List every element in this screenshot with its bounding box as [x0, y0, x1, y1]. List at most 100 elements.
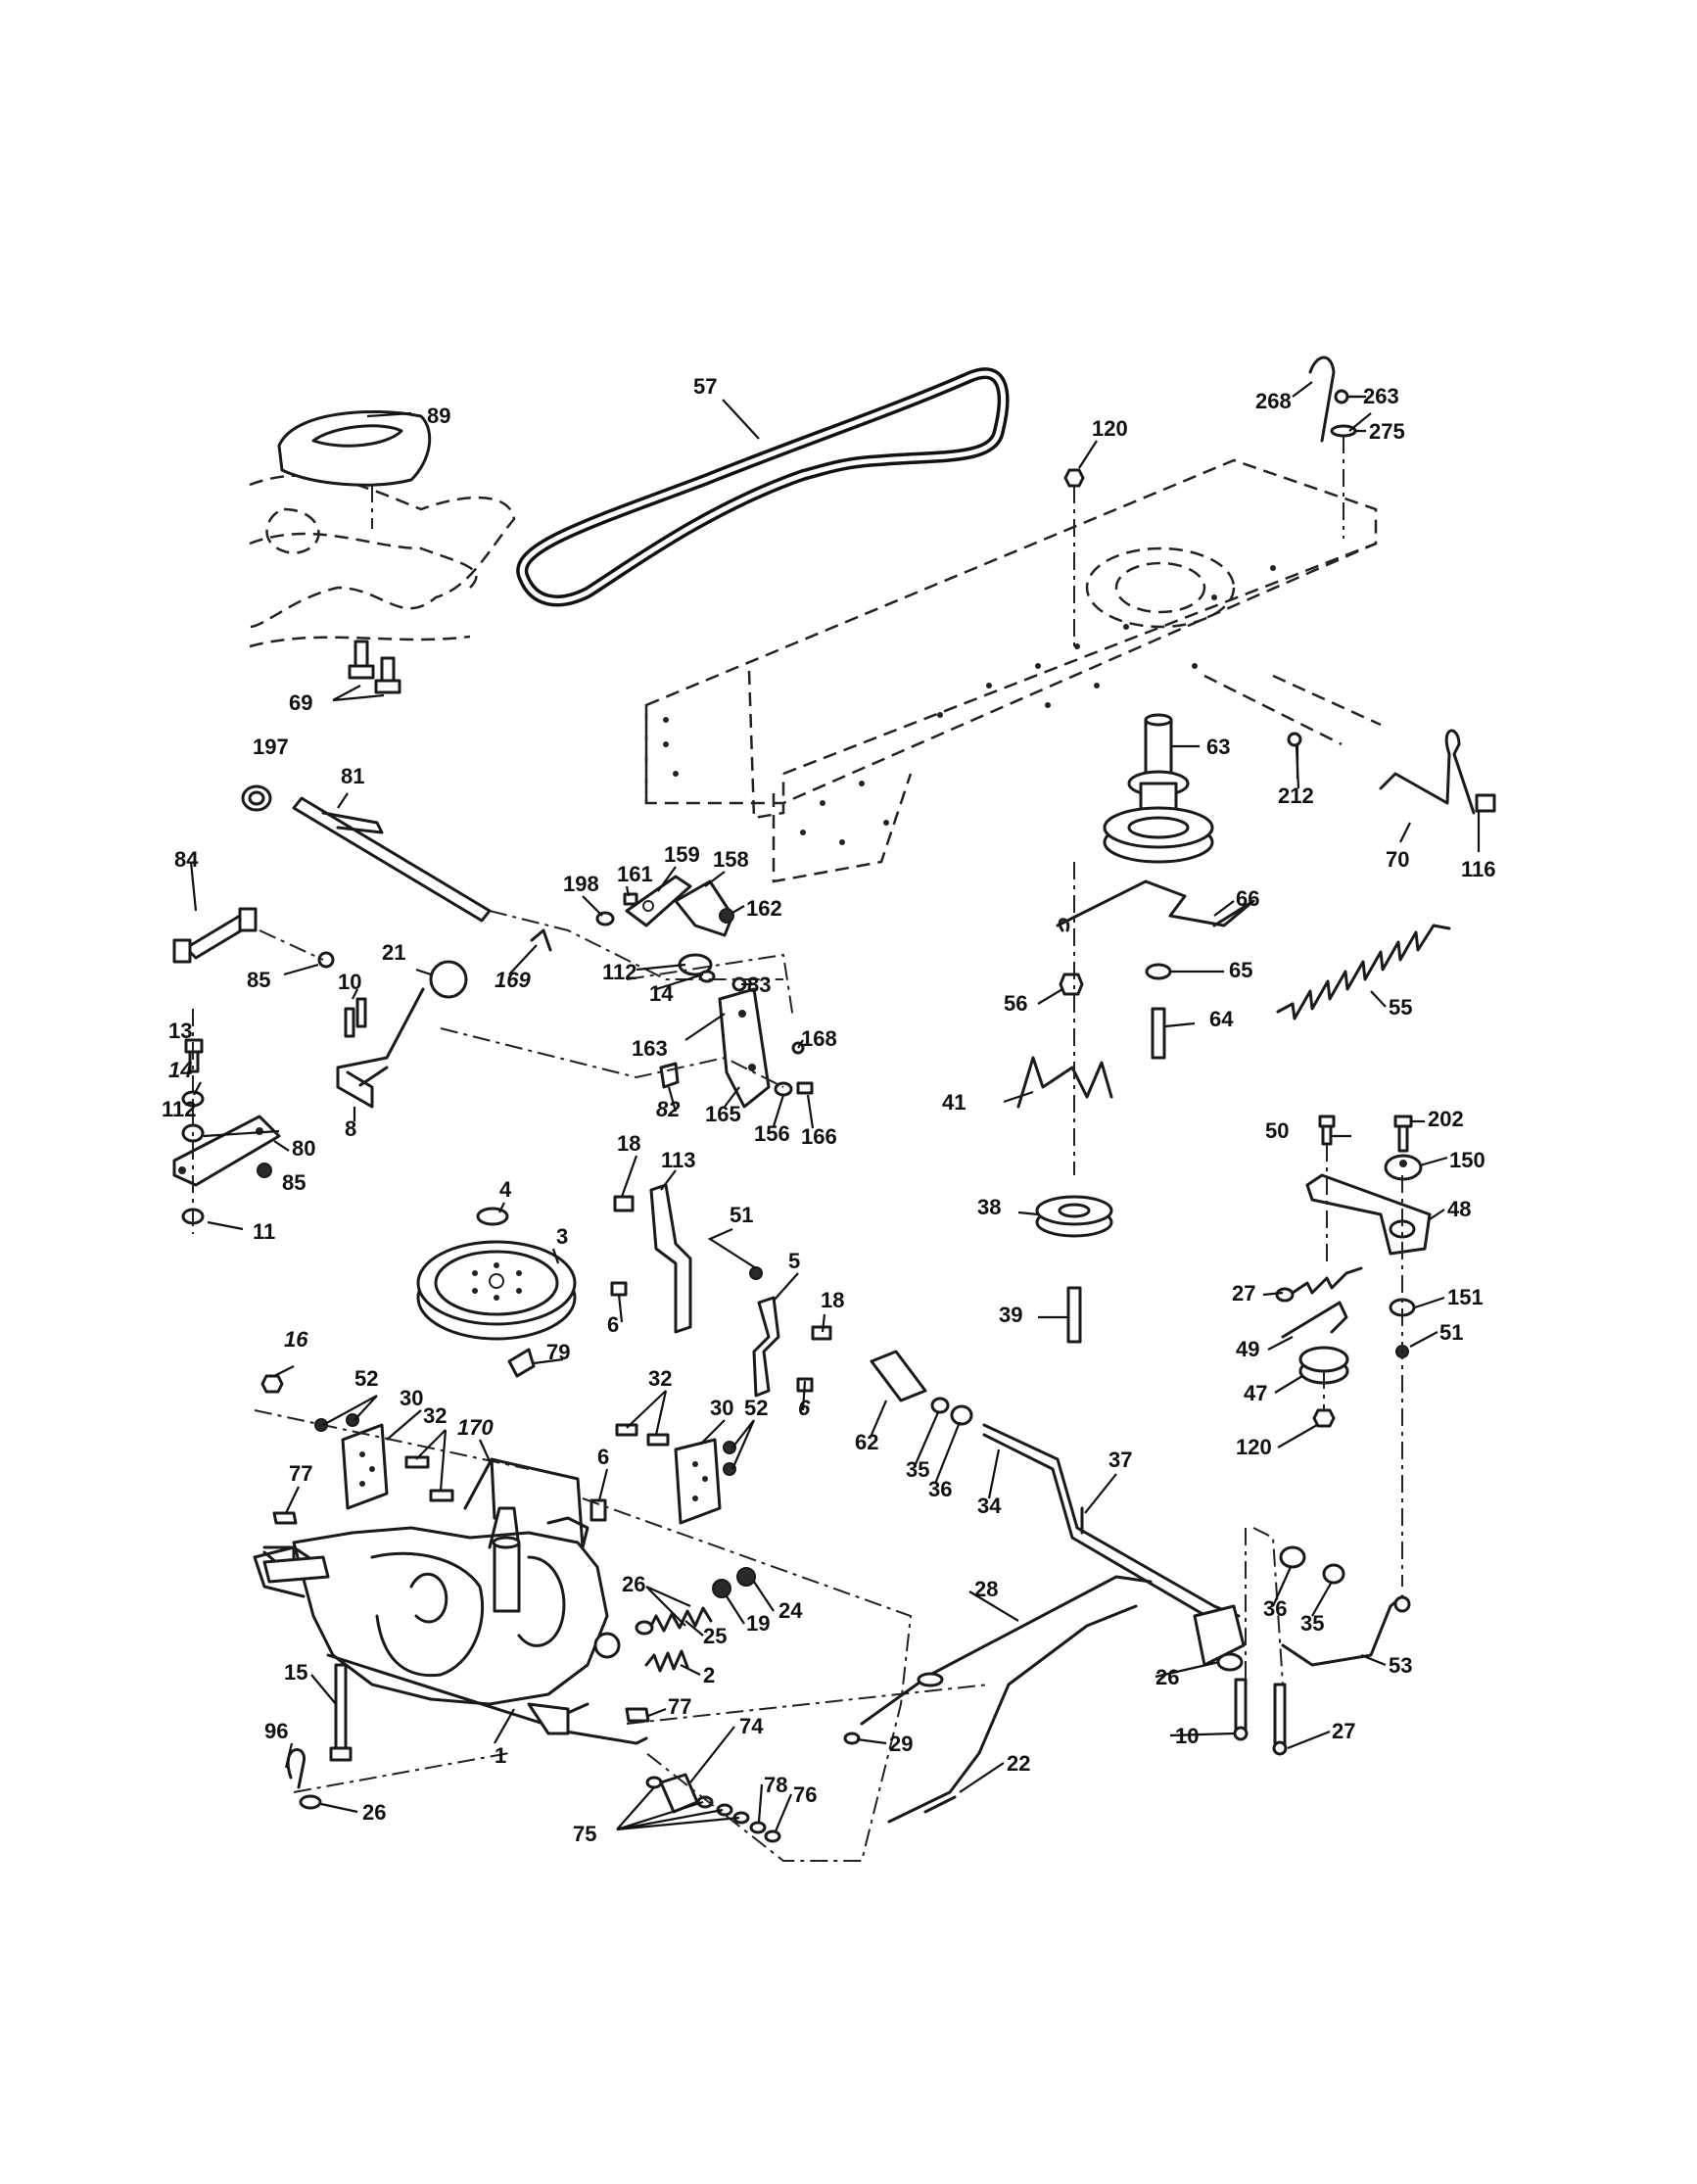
callout-47: 47 [1244, 1381, 1267, 1405]
callout-5: 5 [788, 1249, 800, 1273]
part-11-washer [181, 1009, 244, 1234]
part-197-ring [241, 784, 272, 812]
callout-120: 120 [1092, 416, 1128, 441]
callout-26-top: 26 [622, 1572, 645, 1596]
callout-leaders [193, 395, 1448, 1832]
callout-63: 63 [1206, 735, 1230, 759]
callout-120-low: 120 [1236, 1435, 1272, 1459]
callout-113: 113 [661, 1148, 696, 1172]
part-62-bushing [870, 1350, 927, 1402]
callout-22: 22 [1007, 1751, 1030, 1776]
part-35-washer-b [1322, 1563, 1345, 1585]
part-78-washer [749, 1821, 767, 1834]
part-3-transaxle-pulley [416, 1240, 577, 1341]
callout-156: 156 [754, 1121, 790, 1146]
callout-165: 165 [705, 1102, 741, 1126]
part-57-drive-belt [516, 367, 1010, 607]
right-centerline [1323, 1144, 1403, 1587]
callout-75: 75 [573, 1822, 596, 1846]
callout-27-right: 27 [1232, 1281, 1255, 1306]
part-150-spacer [1384, 1154, 1423, 1181]
part-63-pulley [1103, 713, 1214, 864]
part-26-washer-low [299, 1794, 322, 1810]
callout-80: 80 [292, 1136, 315, 1161]
part-120-nut [1063, 440, 1098, 646]
callout-36-a: 36 [928, 1477, 952, 1501]
part-16-nut [260, 1374, 284, 1394]
part-36-washer-a [950, 1404, 973, 1426]
part-166-bolt [796, 1081, 814, 1095]
callout-161: 161 [617, 862, 653, 886]
callout-89: 89 [427, 404, 450, 428]
part-39-bolt [1066, 1286, 1082, 1344]
part-10-bolt [344, 988, 367, 1038]
frame-outline [644, 458, 1382, 883]
callout-13: 13 [168, 1019, 192, 1043]
callout-3: 3 [556, 1224, 568, 1249]
part-24-nut [736, 1567, 756, 1587]
callout-29: 29 [889, 1732, 913, 1756]
callout-48: 48 [1447, 1197, 1471, 1221]
callout-51-right: 51 [1439, 1320, 1463, 1345]
callout-24: 24 [778, 1598, 803, 1623]
part-85-nut-lower [257, 1163, 272, 1178]
callout-77-a: 77 [289, 1461, 312, 1486]
part-268-spring [1292, 356, 1366, 539]
callout-268: 268 [1255, 389, 1292, 413]
part-49-bracket [1281, 1301, 1348, 1339]
callout-85-low: 85 [282, 1170, 306, 1195]
callout-41: 41 [942, 1090, 966, 1115]
callout-6-a: 6 [607, 1312, 619, 1337]
part-1-transaxle [253, 1506, 648, 1745]
part-35-washer-a [930, 1397, 950, 1414]
part-26-washer-top [635, 1620, 654, 1636]
callout-15: 15 [284, 1660, 307, 1685]
part-50-bolt [1318, 1115, 1336, 1146]
part-84-link [172, 861, 258, 964]
callout-76: 76 [793, 1782, 817, 1807]
part-82-clip [659, 1062, 680, 1089]
callout-62: 62 [855, 1430, 878, 1454]
callout-55: 55 [1389, 995, 1412, 1020]
part-169-clip [530, 928, 552, 952]
callout-65: 65 [1229, 958, 1252, 982]
part-77-pin-a [272, 1511, 298, 1525]
fender-outline [249, 474, 516, 648]
callout-53: 53 [1389, 1653, 1412, 1678]
part-81-shaft [292, 792, 492, 923]
callout-14-left: 14 [168, 1058, 192, 1082]
part-77-pin-b [625, 1707, 650, 1723]
callout-8: 8 [345, 1116, 356, 1141]
callout-26-low: 26 [362, 1800, 386, 1825]
callout-10-top: 10 [338, 970, 361, 994]
callout-52-left: 52 [354, 1366, 378, 1391]
callout-38: 38 [977, 1195, 1001, 1219]
callout-50: 50 [1265, 1118, 1289, 1143]
callout-26-right: 26 [1155, 1665, 1179, 1689]
callout-49: 49 [1236, 1337, 1259, 1361]
part-52-nut-right [723, 1441, 736, 1476]
callout-197: 197 [253, 735, 289, 759]
part-6-bolt-a [610, 1281, 628, 1297]
part-165-bracket [718, 987, 771, 1109]
callout-4: 4 [499, 1177, 512, 1202]
part-56-nut [1059, 973, 1084, 996]
part-21-knob [415, 960, 468, 999]
callout-77-b: 77 [668, 1694, 691, 1719]
part-70-rod [1379, 729, 1476, 843]
part-89-console-cover [277, 409, 432, 529]
callout-39: 39 [999, 1303, 1022, 1327]
callout-6-c: 6 [597, 1445, 609, 1469]
callout-37: 37 [1108, 1448, 1132, 1472]
callout-25: 25 [703, 1624, 727, 1648]
part-27-bolt-lower [1272, 1683, 1288, 1756]
callout-57: 57 [693, 374, 717, 399]
part-41-rod [1016, 1056, 1113, 1109]
part-202-bolt [1393, 1115, 1413, 1153]
callout-32-left: 32 [423, 1403, 447, 1428]
part-30-plate-right [674, 1438, 722, 1525]
part-66-rod [1056, 879, 1255, 932]
part-32-bolt-left [404, 1455, 454, 1502]
callout-52-right: 52 [744, 1396, 768, 1420]
callout-30-left: 30 [400, 1386, 423, 1410]
